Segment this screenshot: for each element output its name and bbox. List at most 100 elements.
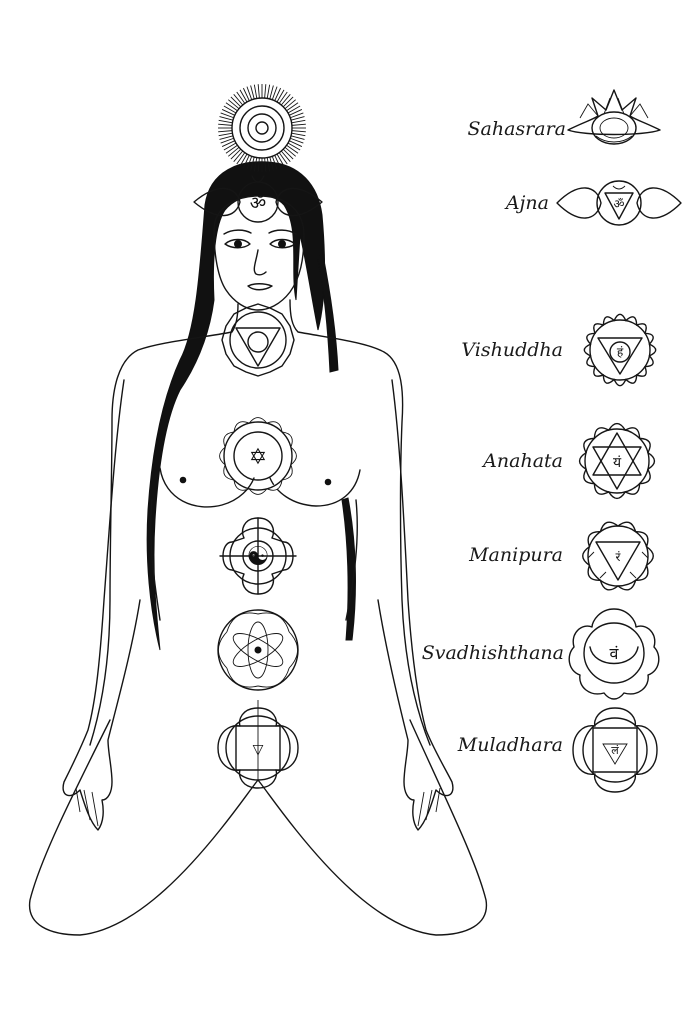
ray	[290, 112, 304, 119]
ray	[266, 157, 271, 172]
chakra-legend: Sahasrara Ajna ॐ Vishuddha	[422, 89, 682, 793]
body-svadhishthana-symbol	[217, 609, 299, 691]
ray	[280, 150, 291, 162]
ray	[228, 146, 240, 157]
ray	[282, 148, 294, 160]
label-vishuddha: Vishuddha	[461, 339, 563, 361]
ray	[218, 123, 233, 126]
ray	[276, 89, 285, 103]
ray	[269, 85, 274, 100]
ray	[218, 119, 233, 124]
petal	[608, 491, 626, 500]
ray	[239, 153, 248, 167]
ray	[266, 84, 271, 99]
label-sahasrara: Sahasrara	[468, 118, 566, 140]
body-anahata-symbol: ✡	[219, 417, 297, 495]
petal	[578, 452, 587, 470]
ray	[219, 135, 234, 140]
vishuddha-bija-glyph: हं	[617, 345, 624, 359]
ray	[274, 87, 282, 102]
face	[213, 195, 305, 311]
ray	[221, 140, 236, 148]
ray	[264, 84, 267, 99]
petal	[608, 422, 626, 431]
vishuddha-lotus-icon: हं	[583, 313, 657, 387]
legend-muladhara: Muladhara लं	[457, 707, 658, 793]
muladhara-bija-glyph: लं	[611, 744, 619, 757]
petal	[613, 313, 627, 322]
ray	[225, 102, 238, 112]
ray	[290, 137, 304, 144]
ray	[225, 144, 238, 154]
ray	[290, 135, 305, 140]
ray	[287, 105, 301, 114]
ray	[286, 102, 299, 112]
ray	[223, 105, 237, 114]
body-muladhara-symbol: ▽	[217, 707, 299, 789]
root-triangle-glyph: ▽	[253, 742, 264, 758]
sahasrara-lotus-icon	[567, 89, 661, 145]
ray	[284, 146, 296, 157]
petal	[648, 343, 657, 357]
label-manipura: Manipura	[468, 544, 563, 566]
body-manipura-symbol: ☯	[219, 517, 297, 595]
legend-ajna: Ajna ॐ	[504, 180, 682, 226]
legend-vishuddha: Vishuddha हं	[461, 313, 657, 387]
ray	[291, 123, 306, 126]
ray	[253, 157, 258, 172]
petal	[583, 343, 592, 357]
ray	[242, 154, 250, 169]
ray	[271, 156, 278, 170]
hair-right	[317, 248, 339, 373]
ray	[221, 108, 236, 116]
label-muladhara: Muladhara	[457, 734, 563, 756]
ray	[278, 91, 288, 104]
legend-anahata: Anahata यं	[481, 422, 656, 500]
ray	[230, 96, 242, 108]
ray	[239, 89, 248, 103]
ray	[223, 142, 237, 151]
ray	[284, 99, 296, 110]
petal	[226, 667, 259, 688]
ray	[274, 154, 282, 169]
label-svadhishthana: Svadhishthana	[422, 642, 564, 664]
ray	[257, 84, 260, 99]
ray	[291, 130, 306, 133]
hair	[146, 161, 326, 651]
ray	[286, 144, 299, 154]
ray	[271, 86, 278, 100]
body-ajna-symbol: ॐ	[193, 175, 323, 223]
heart-star-glyph: ✡	[249, 445, 267, 470]
legend-sahasrara: Sahasrara	[468, 89, 661, 145]
hair-right-lower	[341, 497, 356, 641]
ray	[250, 85, 255, 100]
anahata-bija-glyph: यं	[613, 455, 622, 471]
ajna-om-glyph: ॐ	[614, 197, 625, 211]
ray	[278, 152, 288, 165]
ray	[236, 91, 246, 104]
ray	[276, 153, 285, 167]
label-ajna: Ajna	[504, 192, 549, 214]
crown-om-glyph: ॐ	[250, 193, 266, 214]
petal	[226, 612, 259, 633]
ray	[288, 108, 303, 116]
ray	[291, 132, 306, 137]
ray	[228, 99, 240, 110]
ray	[250, 156, 255, 171]
ray	[282, 96, 294, 108]
ray	[291, 119, 306, 124]
ray	[236, 152, 246, 165]
ray	[269, 156, 274, 171]
ray	[218, 130, 233, 133]
ray	[242, 87, 250, 102]
ray	[220, 112, 234, 119]
body-sahasrara-symbol	[218, 84, 306, 172]
svadhishthana-bija-glyph: वं	[610, 644, 620, 663]
body-vishuddha-symbol	[221, 303, 295, 377]
petal	[257, 667, 290, 688]
ray	[233, 150, 244, 162]
ray	[288, 140, 303, 148]
ray	[220, 137, 234, 144]
ray	[230, 148, 242, 160]
